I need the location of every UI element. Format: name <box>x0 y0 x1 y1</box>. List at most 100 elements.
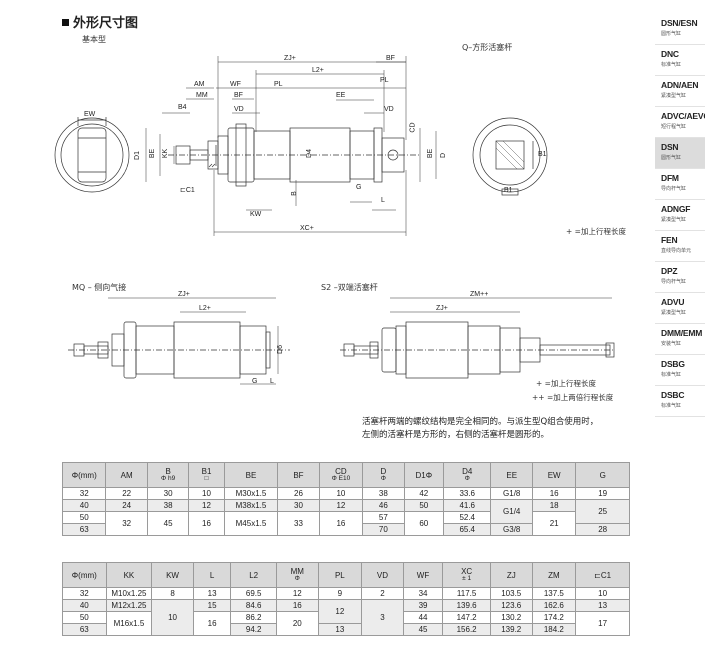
col-header: AM <box>105 462 148 488</box>
table-cell: 8 <box>151 587 194 600</box>
dim-be2: BE <box>427 148 435 159</box>
table-cell: 26 <box>277 487 320 500</box>
s2-cylinder <box>340 297 615 379</box>
col-header: B1□ <box>188 462 225 488</box>
table-cell: M10x1.25 <box>105 587 153 600</box>
table-cell: 13 <box>192 587 232 600</box>
col-header: EW <box>531 462 577 488</box>
col-header: VD <box>361 562 404 588</box>
table-cell: 103.5 <box>489 587 533 600</box>
dim-s2-zj: ZJ+ <box>436 305 448 312</box>
sidebar-item-code: ADVC/AEVC <box>661 111 705 121</box>
col-header: Φ(mm) <box>62 562 107 588</box>
table-cell: 20 <box>275 611 319 636</box>
header-label: KK <box>123 570 135 580</box>
dim-b: B <box>290 191 298 196</box>
end-view-left <box>54 117 130 193</box>
q-variant-label: Q–方形活塞杆 <box>462 43 513 52</box>
table-cell: 12 <box>317 599 363 624</box>
sidebar-item-code: ADN/AEN <box>661 80 699 90</box>
table-cell: 60 <box>403 511 444 536</box>
table-cell: 13 <box>317 623 363 636</box>
table-cell: 30 <box>146 487 190 500</box>
header-label: BE <box>245 470 257 480</box>
header-label: Φ(mm) <box>71 470 97 480</box>
dim-d1: D1 <box>133 151 141 160</box>
dim-d4: D4 <box>305 149 313 158</box>
table-cell: 45 <box>146 511 190 536</box>
dim-wf: WF <box>230 81 241 88</box>
table-cell: 94.2 <box>230 623 277 636</box>
table-cell: 3 <box>361 599 404 636</box>
table-cell: 22 <box>105 487 148 500</box>
table-cell: 10 <box>575 587 630 600</box>
table-cell: 57 <box>362 511 405 524</box>
dim-mq-g: G <box>252 378 258 385</box>
table-cell: 17 <box>575 611 630 636</box>
dim-mm: MM <box>196 92 208 99</box>
col-header: KW <box>151 562 194 588</box>
sidebar-item-desc: 标准气缸 <box>661 62 682 68</box>
header-label: EE <box>506 470 518 480</box>
table-cell: 63 <box>62 623 107 636</box>
dim-kw: KW <box>250 211 262 218</box>
header-label: G <box>599 470 606 480</box>
col-header: L <box>192 562 232 588</box>
table-cell: 137.5 <box>531 587 577 600</box>
table-cell: 70 <box>362 523 405 536</box>
table-cell: 34 <box>402 587 444 600</box>
dim-kk: KK <box>162 148 170 159</box>
basic-cylinder <box>168 123 420 187</box>
table-cell: 44 <box>402 611 444 624</box>
dim-be: BE <box>149 148 157 159</box>
header-label: EW <box>547 470 561 480</box>
table-cell: 19 <box>575 487 630 500</box>
table-cell: 39 <box>402 599 444 612</box>
table-cell: M45x1.5 <box>223 511 279 536</box>
header-label: Φ(mm) <box>71 570 97 580</box>
dim-g: G <box>356 184 362 191</box>
table-cell: 13 <box>575 599 630 612</box>
sidebar-item-desc: 圆形气缸 <box>661 31 682 37</box>
rod-thread-note: 活塞杆两端的螺纹结构是完全相同的。与派生型Q组合使用时， 左侧的活塞杆是方形的，… <box>362 416 652 442</box>
header-subscript: Φ <box>464 475 470 482</box>
table-cell: 10 <box>151 599 194 636</box>
table-cell: 139.6 <box>442 599 491 612</box>
sidebar-item-code: ADVU <box>661 297 685 307</box>
table-cell: 2 <box>361 587 404 600</box>
table-cell: 16 <box>192 611 232 636</box>
table-cell: 10 <box>318 487 364 500</box>
dimension-drawings <box>54 56 615 385</box>
table-cell: G1/4 <box>490 499 533 524</box>
table-cell: 38 <box>146 499 190 512</box>
table-cell: 33.6 <box>442 487 492 500</box>
table-cell: 156.2 <box>442 623 491 636</box>
table-cell: M16x1.5 <box>105 611 153 636</box>
table-cell: 52.4 <box>442 511 492 524</box>
header-label: D <box>380 467 387 476</box>
header-label: MM <box>290 567 304 576</box>
table-cell: 30 <box>277 499 320 512</box>
